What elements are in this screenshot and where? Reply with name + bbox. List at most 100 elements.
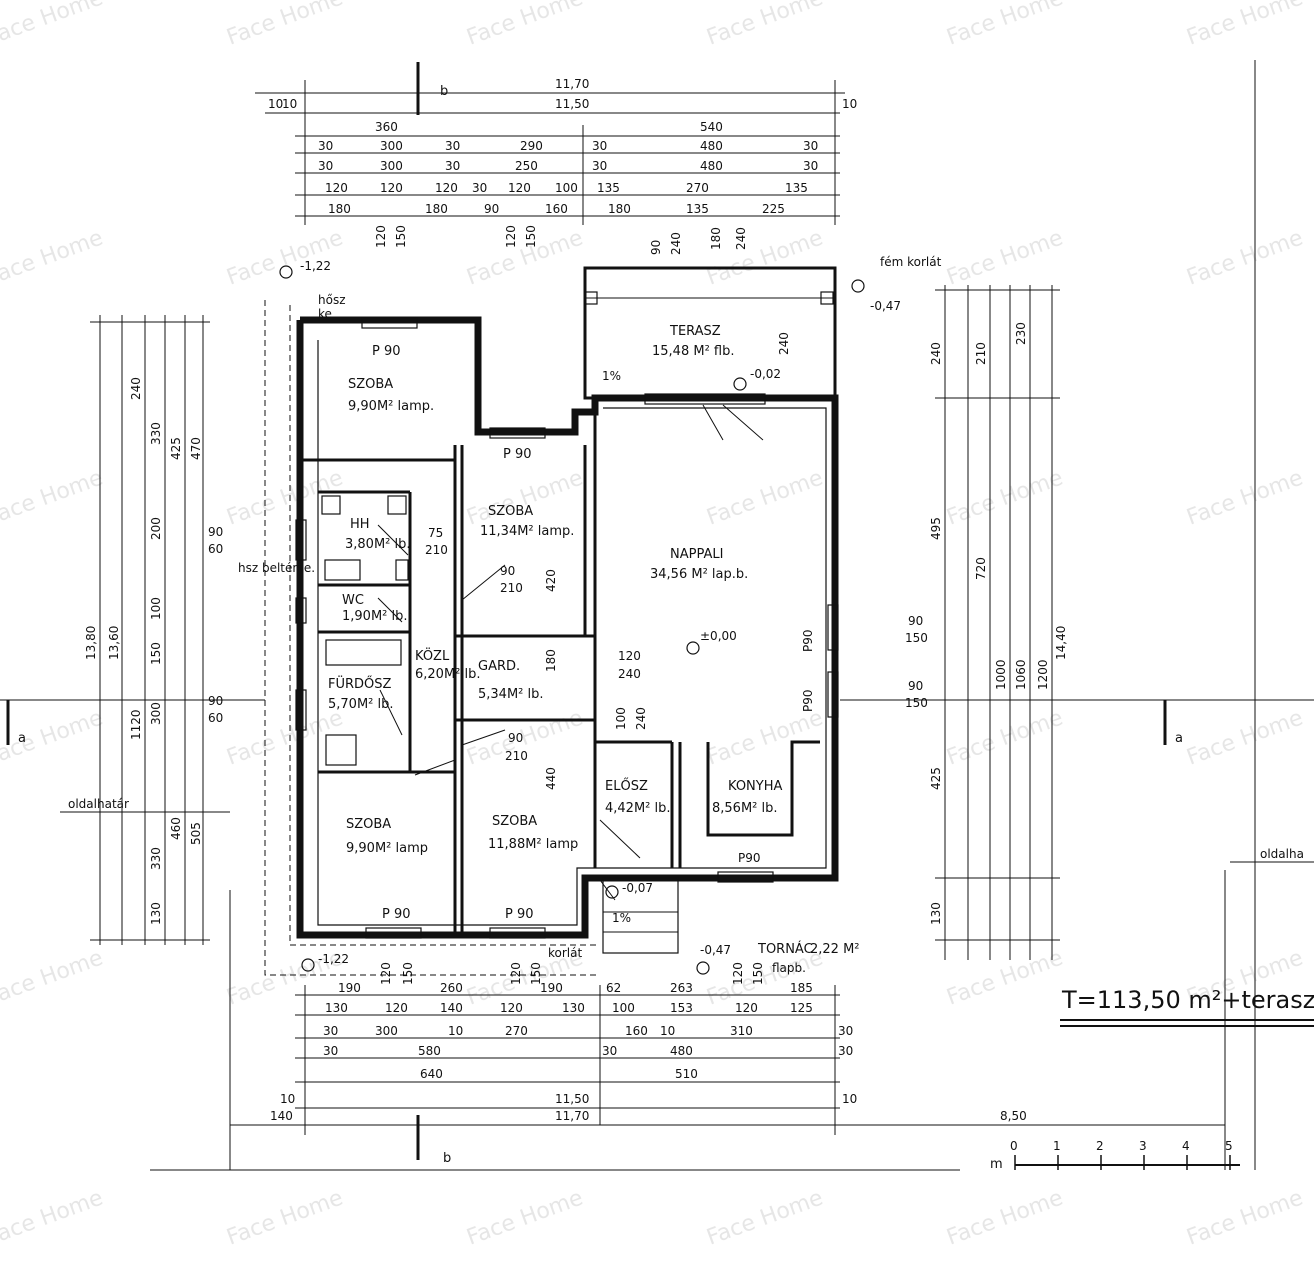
dim: 240 [129,377,143,400]
watermark-text: Face Home [1184,0,1307,51]
room-name: KONYHA [728,779,782,794]
dim: 580 [418,1044,441,1058]
dim: 150 [905,696,928,710]
dim: 150 [529,962,543,985]
dim: 150 [751,962,765,985]
dim: 270 [686,181,709,195]
dim: 30 [323,1044,338,1058]
dim: 140 [440,1001,463,1015]
room-name: WC [342,593,364,608]
dim: 120 [385,1001,408,1015]
room-area: 5,34M² lb. [478,687,544,702]
dim: 263 [670,981,693,995]
room-area: 6,20M² lb. [415,667,481,682]
dim: 260 [440,981,463,995]
dim-top-inner: 11,50 [555,97,589,111]
dim: 190 [338,981,361,995]
total-area-label: T=113,50 m²+terasz [1061,986,1314,1014]
dim: 90 [908,679,923,693]
dim: 160 [545,202,568,216]
section-a-right: a [1175,731,1183,746]
door-label: P 90 [372,344,401,359]
dim: 90 [208,694,223,708]
dim: 720 [974,557,988,580]
room-name: TERASZ [669,324,721,339]
dim: 62 [606,981,621,995]
watermark-text: Face Home [1184,466,1307,531]
dim: 130 [929,902,943,925]
room-name: NAPPALI [670,547,723,562]
dim: 240 [777,332,791,355]
dim: 100 [149,597,163,620]
ke-label: ke [318,307,332,321]
room-name: TORNÁC [757,941,813,957]
watermark-text: Face Home [704,466,827,531]
watermark-text: Face Home [0,226,106,291]
level-label: -1,22 [318,952,349,966]
dim: 120 [731,962,745,985]
dim: 505 [189,822,203,845]
watermark-text: Face Home [464,0,587,51]
dim: 153 [670,1001,693,1015]
watermark-text: Face Home [1184,226,1307,291]
level-label: -0,47 [700,943,731,957]
door-label: P 90 [382,907,411,922]
dim: 230 [1014,322,1028,345]
dim: 300 [375,1024,398,1038]
dim: 150 [905,631,928,645]
scale-tick: 4 [1182,1139,1190,1153]
dim: 30 [838,1044,853,1058]
dim: 330 [149,422,163,445]
dim: 30 [602,1044,617,1058]
annotations: fém korlát korlát flapb. oldalhatár olda… [18,84,1314,1172]
room-area: 1,90M² lb. [342,609,408,624]
room-name: SZOBA [488,504,533,519]
dim: 90 [500,564,515,578]
dim: 240 [929,342,943,365]
dim: 130 [325,1001,348,1015]
watermark-text: Face Home [0,466,106,531]
dim: 60 [208,542,223,556]
dim: 250 [515,159,538,173]
dim: 100 [614,707,628,730]
room-area: 8,56M² lb. [712,801,778,816]
room-area: 11,88M² lamp [488,837,578,852]
watermark-text: Face Home [704,0,827,51]
dim: 1200 [1036,659,1050,690]
dim-top-edge: 10 [268,97,283,111]
dim: 460 [169,817,183,840]
room-area: 4,42M² lb. [605,801,671,816]
dim-left-overall: 13,80 [84,626,98,660]
watermark-text: Face Home [464,466,587,531]
dim: 1120 [129,709,143,740]
watermark-text: Face Home [944,0,1067,51]
room-area: 15,48 M² flb. [652,344,734,359]
door-label: P90 [801,629,815,652]
hsz-belten-label: hsz beltén e. [238,561,315,575]
dim: 470 [189,437,203,460]
door-label: P 90 [503,447,532,462]
flapb-label: flapb. [772,961,806,975]
dim: 120 [435,181,458,195]
dim: 180 [608,202,631,216]
watermark-text: Face Home [944,226,1067,291]
dim-right-overall: 14,40 [1054,626,1068,660]
section-a-left: a [18,731,26,746]
section-b-top: b [440,84,448,99]
dim: 495 [929,517,943,540]
dim-bottom-left: 140 [270,1109,293,1123]
scale-tick: 1 [1053,1139,1061,1153]
watermark-text: Face Home [464,1186,587,1251]
dim: 200 [149,517,163,540]
dim: 480 [700,139,723,153]
watermark-text: Face Home [0,1186,106,1251]
dim: 290 [520,139,543,153]
level-label: -0,07 [622,881,653,895]
oldalha-label: oldalha [1260,847,1304,861]
dim: 130 [149,902,163,925]
dim: 240 [618,667,641,681]
dim: 540 [700,120,723,134]
room-name: FÜRDŐSZ [328,675,392,692]
dim: 120 [509,962,523,985]
dim: 120 [374,225,388,248]
